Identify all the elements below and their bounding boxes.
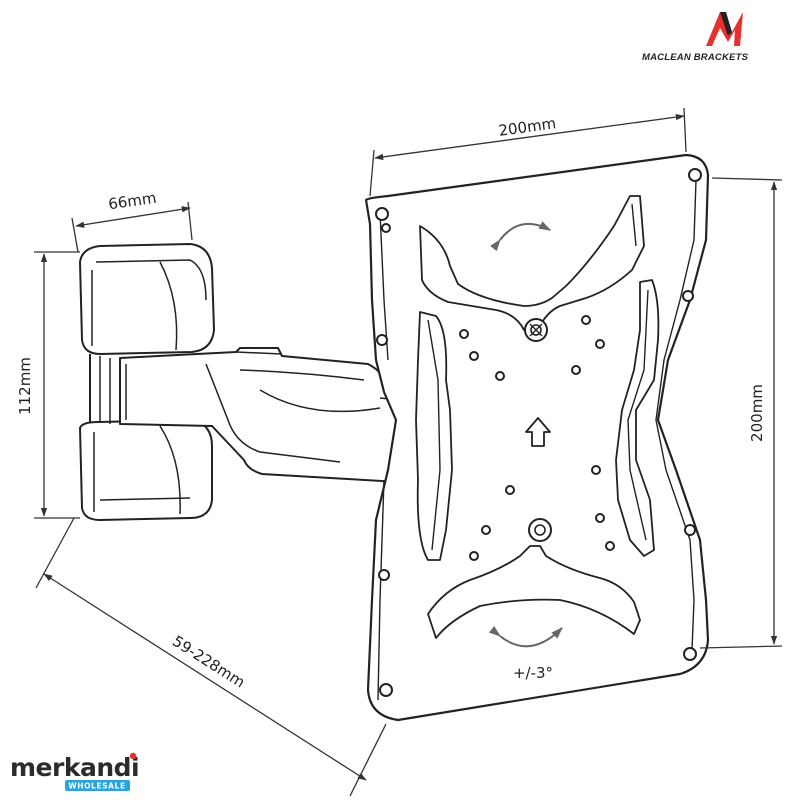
mounting-holes — [375, 168, 702, 697]
rotation-arrows — [488, 221, 563, 648]
watermark: merkandi WHOLESALE — [10, 753, 140, 791]
arm-depth-label: 66mm — [107, 189, 157, 214]
watermark-dot — [129, 752, 137, 760]
tilt-label: +/-3° — [513, 664, 553, 682]
watermark-name: merkandi — [10, 753, 139, 782]
brand-logo: MACLEAN BRACKETS — [642, 12, 749, 63]
watermark-tag: WHOLESALE — [68, 782, 125, 791]
dimension-lines — [34, 107, 783, 797]
brand-mark-icon — [706, 12, 743, 46]
plate-height-label: 200mm — [748, 384, 766, 442]
plate-width-label: 200mm — [497, 114, 557, 140]
arm-height-label: 112mm — [16, 357, 34, 415]
brand-name: MACLEAN BRACKETS — [642, 52, 749, 63]
watermark-tag-bg — [65, 780, 130, 791]
vesa-plate — [364, 153, 710, 722]
wall-bracket — [79, 243, 215, 521]
